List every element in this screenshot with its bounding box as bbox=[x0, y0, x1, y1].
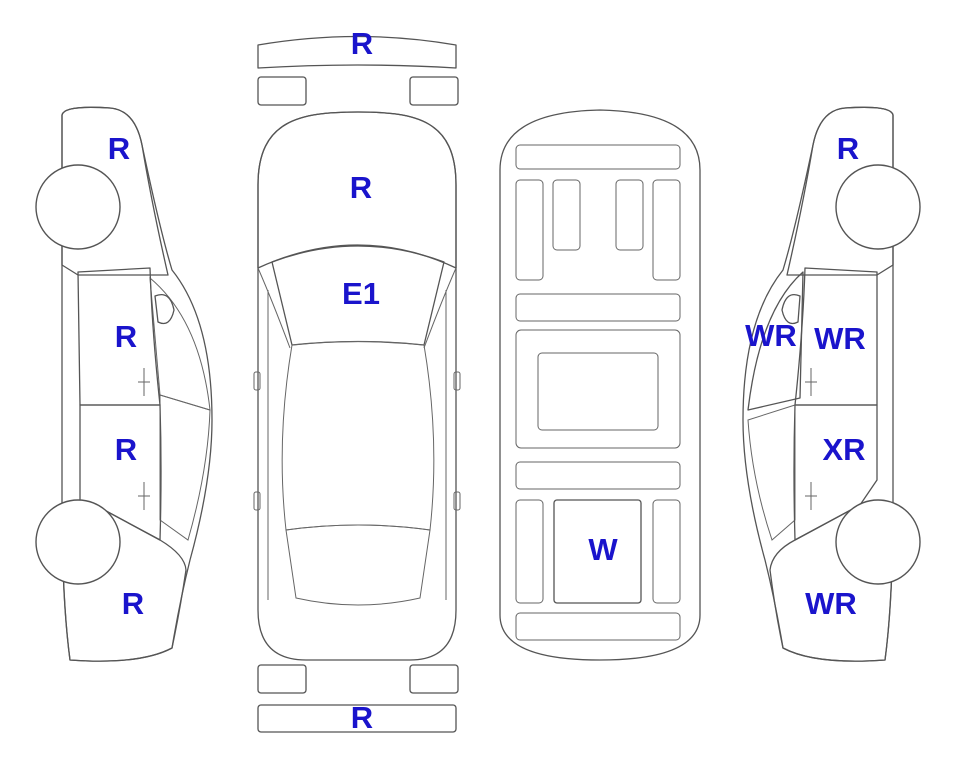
label-left-rear-door: R bbox=[115, 432, 137, 467]
label-windshield: E1 bbox=[342, 276, 380, 311]
left-rear-wheel bbox=[35, 499, 121, 585]
underside-outline bbox=[499, 109, 701, 661]
label-right-front-window: WR bbox=[745, 318, 797, 353]
front-bumper-panel[interactable] bbox=[257, 35, 457, 69]
underside-view bbox=[499, 109, 701, 661]
rear-bumper-panel[interactable] bbox=[257, 704, 457, 733]
rear-left-light bbox=[257, 664, 307, 694]
front-left-light bbox=[257, 76, 307, 106]
label-right-front-fender: R bbox=[837, 131, 859, 166]
left-side-view bbox=[35, 106, 213, 662]
front-right-light bbox=[409, 76, 459, 106]
label-front-bumper: R bbox=[351, 26, 373, 61]
right-rear-wheel bbox=[835, 499, 921, 585]
left-front-fender-panel[interactable] bbox=[61, 106, 169, 276]
roof-outline bbox=[281, 341, 435, 531]
label-left-front-door: R bbox=[115, 319, 137, 354]
damage-labels: R R E1 R W R R R R R WR WR XR WR bbox=[108, 26, 866, 735]
label-hood: R bbox=[350, 170, 372, 205]
rear-window-outline bbox=[285, 524, 431, 606]
left-rear-quarter-panel[interactable] bbox=[61, 504, 187, 662]
left-front-wheel bbox=[35, 164, 121, 250]
hood-panel[interactable] bbox=[257, 111, 457, 269]
label-trunk-floor: W bbox=[588, 532, 618, 567]
top-view bbox=[253, 35, 461, 733]
label-left-front-fender: R bbox=[108, 131, 130, 166]
right-side-view bbox=[742, 106, 921, 662]
rear-right-light bbox=[409, 664, 459, 694]
label-rear-bumper: R bbox=[351, 700, 373, 735]
trunk-floor-panel[interactable] bbox=[553, 499, 642, 604]
label-right-front-door: WR bbox=[814, 321, 866, 356]
label-right-rear-door: XR bbox=[822, 432, 865, 467]
right-front-window-panel[interactable] bbox=[747, 271, 804, 411]
label-right-rear-quarter: WR bbox=[805, 586, 857, 621]
right-rear-quarter-panel[interactable] bbox=[769, 504, 894, 662]
right-front-wheel bbox=[835, 164, 921, 250]
right-front-fender-panel[interactable] bbox=[786, 106, 894, 276]
label-left-rear-quarter: R bbox=[122, 586, 144, 621]
